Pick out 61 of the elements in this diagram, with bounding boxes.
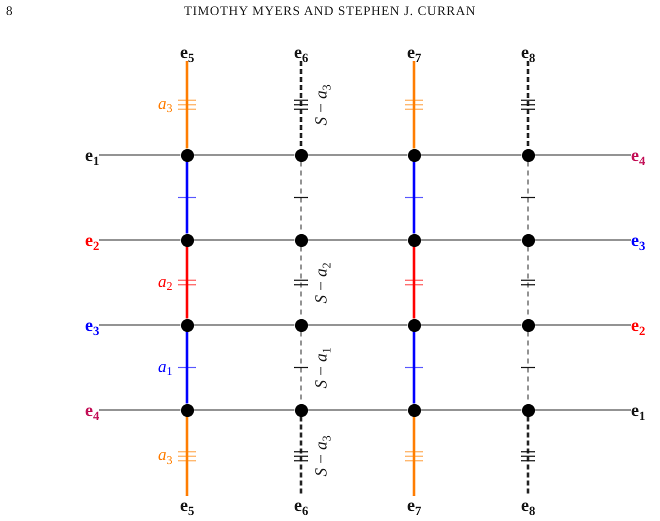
vertex-dot xyxy=(408,404,420,416)
vertex-dot xyxy=(522,234,534,246)
line-label: e$_{4}$ xyxy=(631,146,646,164)
line-label: e$_{3}$ xyxy=(85,316,100,334)
vertex-dot xyxy=(522,148,534,162)
line-segment xyxy=(534,324,632,326)
line-label: e$_{4}$ xyxy=(85,401,100,419)
line-segment xyxy=(412,61,416,148)
vertex-dot xyxy=(522,318,534,332)
vertex-dot xyxy=(408,148,420,162)
line-segment xyxy=(307,324,408,326)
vertex-dot xyxy=(408,318,420,332)
line-segment xyxy=(98,154,181,156)
line-segment xyxy=(186,416,188,496)
vertex-dot xyxy=(408,234,420,246)
line-segment xyxy=(420,154,522,156)
line-segment xyxy=(420,324,522,326)
line-label: e$_{7}$ xyxy=(407,43,422,61)
line-label: e$_{3}$ xyxy=(631,231,646,249)
line-segment xyxy=(412,162,416,234)
line-segment xyxy=(412,246,416,318)
line-label: e$_{2}$ xyxy=(631,316,646,334)
edge-label: a$_{1}$ xyxy=(158,358,172,376)
vertex-dot xyxy=(294,148,308,162)
line-label: e$_{7}$ xyxy=(407,496,422,514)
line-segment xyxy=(534,154,632,156)
vertex-dot xyxy=(294,404,308,416)
vertex-dot xyxy=(180,148,194,162)
edge-label: a$_{3}$ xyxy=(158,94,172,113)
edge-label: a$_{3}$ xyxy=(158,446,172,464)
line-segment xyxy=(300,61,302,148)
vertex-dot xyxy=(294,318,308,332)
page-number: 8 xyxy=(6,4,14,18)
line-segment xyxy=(412,332,416,404)
line-label: e$_{8}$ xyxy=(521,496,536,514)
line-segment xyxy=(193,324,295,326)
line-segment xyxy=(193,154,295,156)
vertex-dot xyxy=(180,234,194,246)
line-label: e$_{2}$ xyxy=(85,231,100,249)
line-label: e$_{1}$ xyxy=(85,146,100,164)
line-label: e$_{1}$ xyxy=(631,401,646,419)
line-segment xyxy=(186,332,188,404)
line-segment xyxy=(307,154,408,156)
line-label: e$_{8}$ xyxy=(521,43,536,61)
vertex-dot xyxy=(522,404,534,416)
line-segment xyxy=(412,416,416,496)
line-segment xyxy=(186,162,188,234)
running-header: TIMOTHY MYERS AND STEPHEN J. CURRAN xyxy=(184,4,476,18)
vertex-dot xyxy=(294,234,308,246)
line-segment xyxy=(186,61,188,148)
line-label: e$_{5}$ xyxy=(180,43,194,61)
edge-label: a$_{2}$ xyxy=(158,272,172,290)
line-segment xyxy=(526,61,530,148)
vertex-dot xyxy=(180,404,194,416)
line-label: e$_{6}$ xyxy=(294,43,308,61)
line-segment xyxy=(186,246,188,318)
vertex-dot xyxy=(180,318,194,332)
line-label: e$_{5}$ xyxy=(180,496,194,514)
line-segment xyxy=(526,416,530,496)
line-segment xyxy=(98,324,181,326)
line-label: e$_{6}$ xyxy=(294,496,308,514)
